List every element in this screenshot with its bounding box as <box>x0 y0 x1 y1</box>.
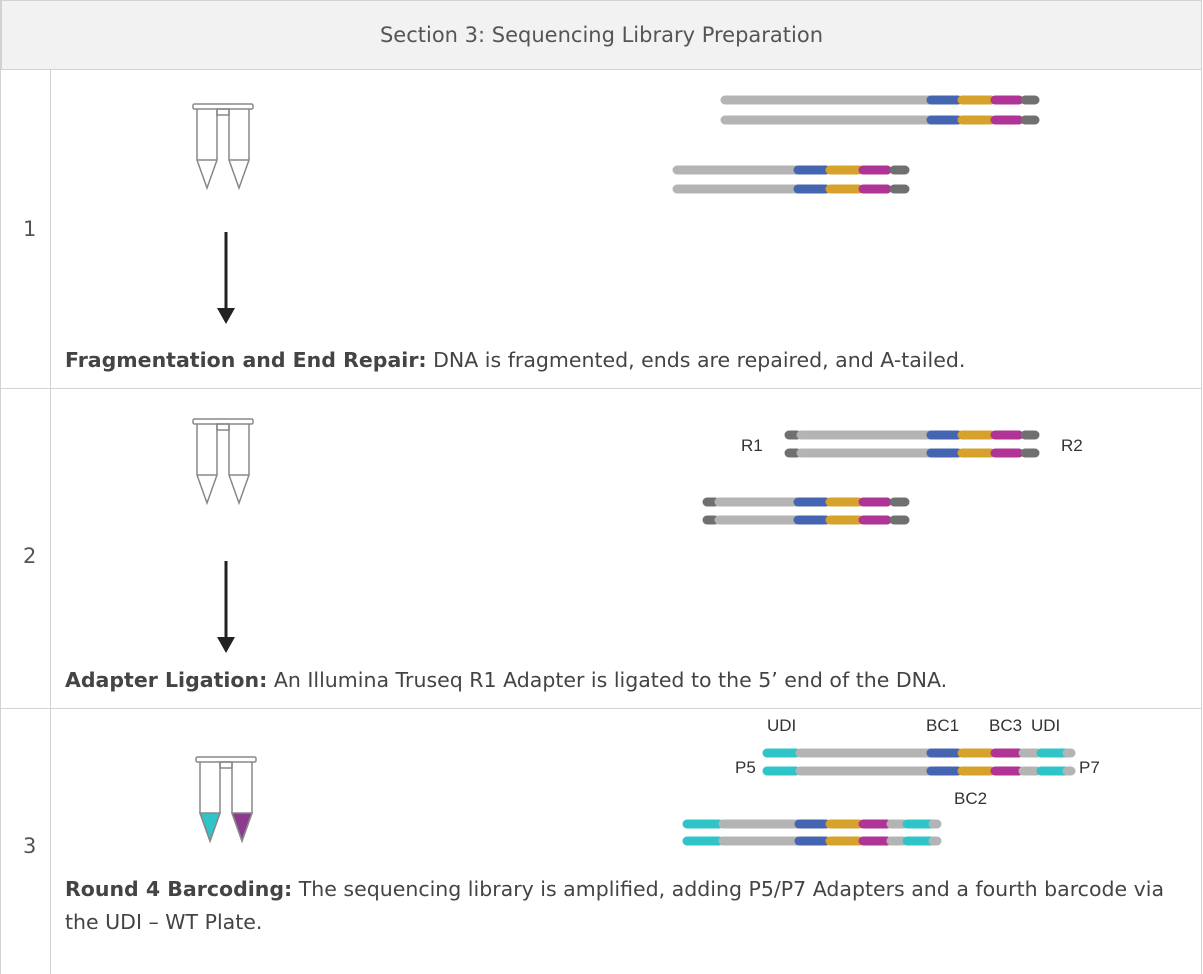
section-header: Section 3: Sequencing Library Preparatio… <box>1 0 1202 70</box>
step-title: Fragmentation and End Repair: <box>65 348 427 372</box>
step-description: The sequencing library is amplified, add… <box>65 877 1165 934</box>
tube-pair-icon <box>192 418 254 506</box>
tube-pair-icon <box>192 103 254 191</box>
bc1-label: BC1 <box>926 716 959 735</box>
step-caption: Adapter Ligation: An Illumina Truseq R1 … <box>65 664 1185 697</box>
step-number-cell: 1 <box>1 70 51 388</box>
r2-label: R2 <box>1061 436 1083 455</box>
section-title: Section 3: Sequencing Library Preparatio… <box>379 23 824 47</box>
step-number-cell: 2 <box>1 389 51 708</box>
p7-label: P7 <box>1079 758 1100 777</box>
down-arrow-icon <box>217 561 235 653</box>
p5-label: P5 <box>735 758 756 777</box>
barcoding-diagram: UDI BC1 BC3 UDI P5 P7 BC2 <box>682 716 1100 846</box>
step-title: Round 4 Barcoding: <box>65 877 293 901</box>
step-description: DNA is fragmented, ends are repaired, an… <box>426 348 966 372</box>
bc2-label: BC2 <box>954 789 987 808</box>
step-row-2: 2 R1 R2 <box>1 389 1202 709</box>
udi-left-label: UDI <box>767 716 796 735</box>
step-number: 3 <box>23 834 37 858</box>
bc3-label: BC3 <box>989 716 1022 735</box>
step-caption: Fragmentation and End Repair: DNA is fra… <box>65 344 1185 377</box>
dna-fragments-diagram <box>672 95 1040 194</box>
down-arrow-icon <box>217 232 235 324</box>
step-title: Adapter Ligation: <box>65 668 268 692</box>
step-number: 2 <box>23 544 37 568</box>
r1-label: R1 <box>741 436 763 455</box>
step-number-cell: 3 <box>1 709 51 974</box>
adapter-ligation-diagram: R1 R2 <box>702 430 1083 525</box>
step-caption: Round 4 Barcoding: The sequencing librar… <box>65 873 1175 939</box>
step-number: 1 <box>23 217 37 241</box>
step-row-1: 1 <box>1 70 1202 389</box>
step-description: An Illumina Truseq R1 Adapter is ligated… <box>267 668 948 692</box>
udi-right-label: UDI <box>1031 716 1060 735</box>
filled-tube-pair-icon <box>195 756 257 844</box>
step-row-3: 3 UDI BC1 BC3 UDI P5 P7 BC2 <box>1 709 1202 974</box>
